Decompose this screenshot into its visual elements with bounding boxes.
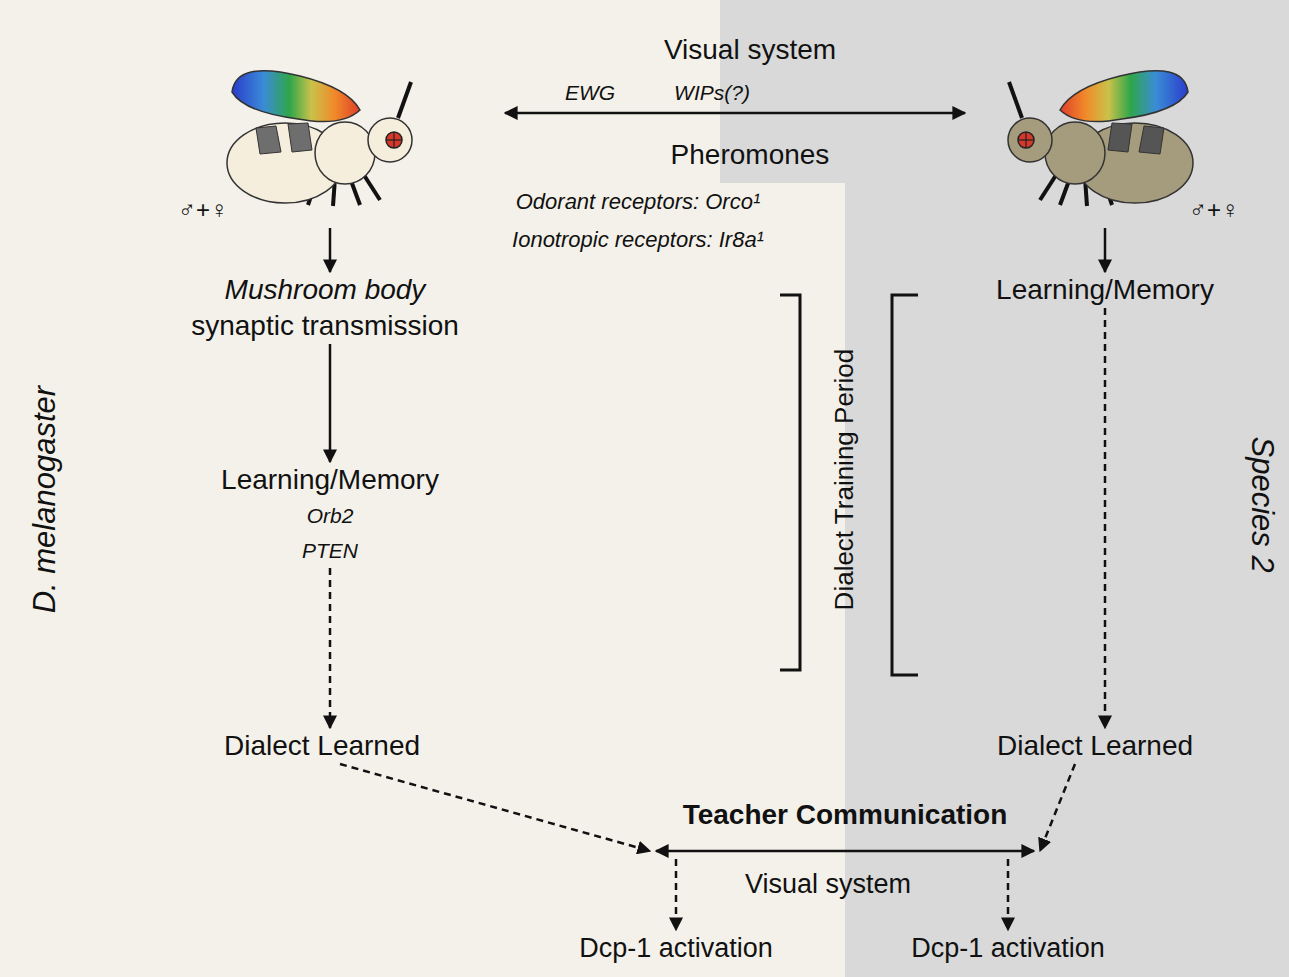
dashed-arrow <box>1040 764 1075 851</box>
communication-node: Teacher Communication <box>650 797 1040 859</box>
fly-node: ♂+♀ <box>965 55 1245 228</box>
node-heading: Dcp-1 activation <box>911 930 1105 966</box>
flow-arrow <box>329 228 332 272</box>
node-subtext: Orb2 <box>221 498 439 533</box>
training-bracket-right <box>892 295 918 675</box>
node-heading: Learning/Memory <box>221 462 439 498</box>
process-text: Dialect Learned <box>220 728 424 764</box>
channel-label: Visual system <box>745 868 911 900</box>
node-heading: Dialect Learned <box>224 728 420 764</box>
gene-label: WIPs(?) <box>674 80 750 105</box>
dashed-arrow <box>675 859 678 930</box>
node-heading: Teacher Communication <box>650 797 1040 833</box>
species-label: D. melanogaster <box>26 386 63 613</box>
receptor-label: Ionotropic receptors: Ir8a¹ <box>512 227 764 253</box>
flow-arrow <box>505 112 965 115</box>
node-heading: Dcp-1 activation <box>579 930 773 966</box>
node-heading: ♂+♀ <box>178 195 228 225</box>
species-label: Species 2 <box>1243 437 1280 573</box>
channel-label: Pheromones <box>671 138 830 172</box>
process-text: Mushroom bodysynaptic transmission <box>187 272 463 344</box>
process-text: Learning/MemoryOrb2PTEN <box>217 462 443 568</box>
node-heading: Mushroom body <box>191 272 459 308</box>
flow-arrow <box>1104 228 1107 272</box>
outcome-text: Dcp-1 activation <box>575 930 777 966</box>
node-heading: Dialect Learned <box>997 728 1193 764</box>
period-label: Dialect Training Period <box>829 349 860 611</box>
fly-right <box>1008 71 1193 206</box>
node-subtext: synaptic transmission <box>191 308 459 344</box>
outcome-text: Dcp-1 activation <box>907 930 1109 966</box>
flow-arrow <box>329 344 332 462</box>
dashed-arrow <box>1104 308 1107 728</box>
receptor-label: Odorant receptors: Orco¹ <box>516 189 761 215</box>
process-text: Dialect Learned <box>993 728 1197 764</box>
dashed-arrow <box>340 764 650 851</box>
process-text: Learning/Memory <box>992 272 1218 308</box>
node-heading: ♂+♀ <box>1189 195 1239 225</box>
fly-left <box>227 71 412 206</box>
fly-node: ♂+♀ <box>170 55 505 228</box>
node-subtext: PTEN <box>221 533 439 568</box>
gene-label: EWG <box>565 80 615 105</box>
edge-label: Visual system <box>664 33 836 67</box>
teacher-communication-arrow <box>656 850 1034 853</box>
training-bracket-left <box>780 295 800 670</box>
dashed-arrow <box>1007 859 1010 930</box>
dashed-arrow <box>329 568 332 728</box>
node-heading: Learning/Memory <box>996 272 1214 308</box>
